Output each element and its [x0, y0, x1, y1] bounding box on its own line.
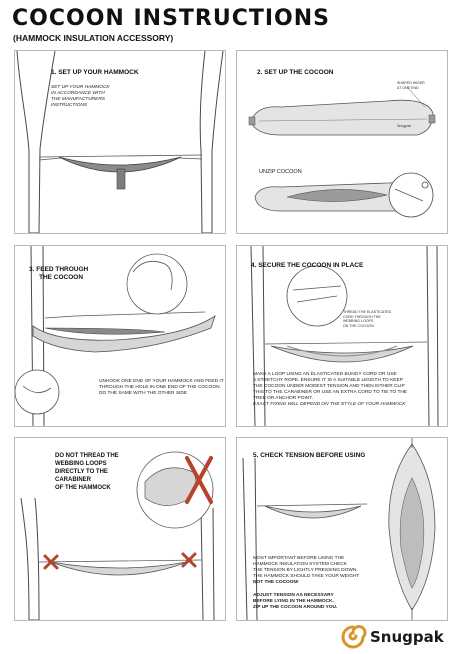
- step-4-instructions: MAKE A LOOP USING AN ELASTICATED BUNGY C…: [253, 372, 407, 408]
- note-line: CORD THROUGH THE: [343, 314, 381, 319]
- callout-line: WEBBING LOOPS: [55, 461, 107, 467]
- instruction-line: THE HAMMOCK SHOULD TAKE YOUR WEIGHT: [253, 574, 360, 579]
- panel-secure-cocoon: 4. SECURE THE COCOON IN PLACE THREAD THE…: [236, 245, 448, 427]
- cocoon-illustration: [248, 86, 436, 218]
- snugpak-logo-icon: [341, 625, 367, 649]
- step-2-title: 2. SET UP THE COCOON: [257, 69, 334, 76]
- step-1-instructions: SET UP YOUR HAMMOCK IN ACCORDANCE WITH T…: [51, 85, 110, 109]
- warning-callout: DO NOT THREAD THE WEBBING LOOPS DIRECTLY…: [55, 452, 119, 492]
- adjust-tension-note: ADJUST TENSION AS NECESSARY BEFORE LYING…: [253, 593, 337, 611]
- step-4-title: 4. SECURE THE COCOON IN PLACE: [251, 262, 364, 269]
- callout-line: DO NOT THREAD THE: [55, 453, 119, 459]
- instruction-line: TREE OR ANCHOR POINT.: [253, 396, 313, 401]
- note-line: ADJUST TENSION AS NECESSARY: [253, 593, 334, 598]
- page-subtitle: (HAMMOCK INSULATION ACCESSORY): [13, 33, 174, 43]
- panel-feed-through: 3. FEED THROUGH THE COCOON UNHOOK ONE EN…: [14, 245, 226, 427]
- instruction-line: SET UP YOUR HAMMOCK: [51, 85, 110, 90]
- note-line: WEBBING LOOPS: [343, 319, 374, 323]
- hammock-illustration: [16, 51, 224, 233]
- callout-line: OF THE HAMMOCK: [55, 485, 111, 491]
- callout-line: CARABINER: [55, 477, 91, 483]
- instruction-line: MAKE A LOOP USING AN ELASTICATED BUNGY C…: [253, 372, 397, 377]
- panel-do-not-thread: DO NOT THREAD THE WEBBING LOOPS DIRECTLY…: [14, 437, 226, 621]
- shaped-wider-label: SHAPED WIDER AT ONE END: [397, 81, 425, 90]
- instruction-line: THROUGH THE HOLE IN ONE END OF THE COCOO…: [99, 385, 221, 390]
- page-title: COCOON INSTRUCTIONS: [12, 6, 331, 31]
- instruction-line: IN ACCORDANCE WITH: [51, 91, 105, 96]
- panel-set-up-hammock: 1. SET UP YOUR HAMMOCK SET UP YOUR HAMMO…: [14, 50, 226, 234]
- instruction-note: EXACT FIXING WILL DEPEND ON THE STYLE OF…: [253, 402, 406, 407]
- step-5-instructions: MOST IMPORTANT BEFORE USING THE HAMMOCK …: [253, 556, 359, 586]
- note-line: ZIP UP THE COCOON AROUND YOU.: [253, 605, 338, 610]
- unzip-cocoon-label: UNZIP COCOON: [259, 169, 302, 175]
- note-line: THREAD THE ELASTICATED: [343, 310, 392, 314]
- instruction-line: MOST IMPORTANT BEFORE USING THE: [253, 556, 345, 561]
- instruction-line: THE TENSION BY LIGHTLY PRESSING DOWN.: [253, 568, 358, 573]
- step-3-title: 3. FEED THROUGH THE COCOON: [29, 266, 88, 282]
- secure-cocoon-illustration: [250, 246, 439, 426]
- instruction-warning: NOT THE COCOON!: [253, 580, 299, 585]
- step-5-title: 5. CHECK TENSION BEFORE USING: [253, 452, 366, 459]
- panel-set-up-cocoon: 2. SET UP THE COCOON SHAPED WIDER AT ONE…: [236, 50, 448, 234]
- instruction-line: THE MANUFACTURERS: [51, 97, 106, 102]
- cocoon-logo-tag: Snugpak: [397, 124, 412, 128]
- feed-through-illustration: [15, 246, 216, 426]
- instruction-line: HAMMOCK INSULATION SYSTEM CHECK: [253, 562, 347, 567]
- brand-name: Snugpak: [370, 628, 444, 646]
- label-line: AT ONE END: [397, 85, 419, 90]
- instruction-line: INSTRUCTIONS: [51, 103, 87, 108]
- thread-note: THREAD THE ELASTICATED CORD THROUGH THE …: [343, 310, 391, 328]
- warning-illustration: [20, 451, 215, 620]
- note-line: BEFORE LYING IN THE HAMMOCK.: [253, 599, 334, 604]
- step-1-title: 1. SET UP YOUR HAMMOCK: [51, 69, 139, 76]
- step-line: 3. FEED THROUGH: [29, 266, 89, 273]
- instruction-line: A STRETCHY ROPE. ENSURE IT IS A SUITABLE…: [253, 378, 403, 383]
- callout-line: DIRECTLY TO THE: [55, 469, 108, 475]
- instruction-line: DO THE SAME WITH THE OTHER SIDE: [99, 391, 188, 396]
- step-line: THE COCOON: [39, 274, 84, 281]
- instruction-line: UNHOOK ONE END OF YOUR HAMMOCK AND FEED …: [99, 379, 224, 384]
- step-3-instructions: UNHOOK ONE END OF YOUR HAMMOCK AND FEED …: [99, 379, 224, 397]
- check-tension-illustration: [242, 438, 436, 620]
- note-line: ON THE COCOON: [343, 323, 374, 328]
- instruction-line: THE COCOON UNDER MODEST TENSION AND THEN…: [253, 384, 405, 389]
- instruction-line: THIS TO THE CARABINER OR USE AN EXTRA CO…: [253, 390, 408, 395]
- label-line: SHAPED WIDER: [397, 81, 425, 85]
- panel-check-tension: 5. CHECK TENSION BEFORE USING MOST IMPOR…: [236, 437, 448, 621]
